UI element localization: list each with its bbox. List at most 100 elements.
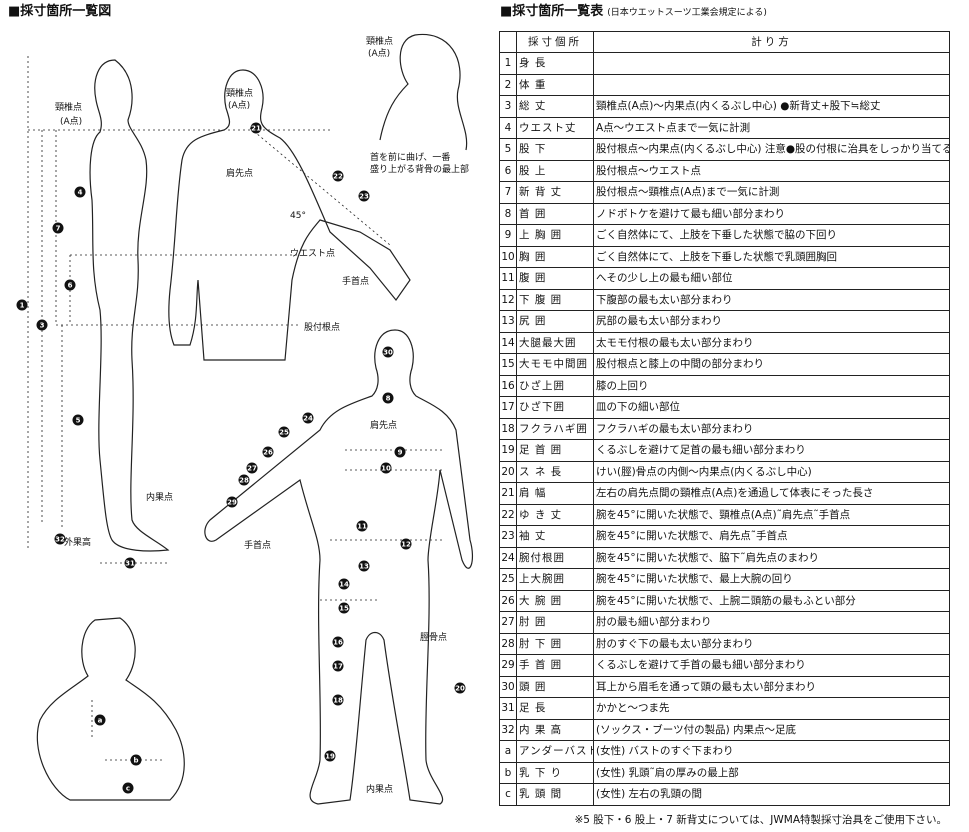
row-number: 4 [499, 116, 517, 139]
inner-ankle-label-front: 内果点 [366, 783, 393, 795]
row-number: 25 [499, 568, 517, 591]
marker-9-circle [394, 446, 406, 458]
row-location: 足 長 [516, 697, 594, 720]
row-number: 18 [499, 417, 517, 440]
row-location: 尻 囲 [516, 310, 594, 333]
table-heading-subtitle: (日本ウエットスーツ工業会規定による) [607, 8, 767, 18]
row-location: 乳 下 り [516, 761, 594, 784]
marker-16-label: 16 [333, 639, 343, 647]
row-location: 大モモ中間囲 [516, 353, 594, 376]
row-number: 30 [499, 675, 517, 698]
row-number: 9 [499, 224, 517, 247]
marker-1-circle [16, 299, 28, 311]
row-location: 下 腹 囲 [516, 288, 594, 311]
marker-31-circle [124, 557, 136, 569]
marker-10-circle [380, 462, 392, 474]
row-location: 新 背 丈 [516, 181, 594, 204]
marker-a-label: a [98, 717, 103, 725]
row-method: 下腹部の最も太い部分まわり [593, 288, 950, 311]
marker-10-label: 10 [381, 465, 391, 473]
marker-c-circle [122, 782, 134, 794]
marker-5-label: 5 [76, 417, 81, 425]
row-number: 26 [499, 589, 517, 612]
row-location: 胸 囲 [516, 245, 594, 268]
row-number: 17 [499, 396, 517, 419]
marker-b-label: b [133, 757, 138, 765]
marker-11-circle [356, 520, 368, 532]
cervical-label-profile: 頸椎点 [366, 35, 393, 47]
inner-ankle-label-side: 内果点 [146, 491, 173, 503]
row-number: 10 [499, 245, 517, 268]
row-method [593, 73, 950, 96]
marker-23-circle [358, 190, 370, 202]
cervical-label-back: 頸椎点 [226, 87, 253, 99]
row-method: 耳上から眉毛を通って頭の最も太い部分まわり [593, 675, 950, 698]
row-method: ごく自然体にて、上肢を下垂した状態で乳頭囲胸回 [593, 245, 950, 268]
row-method: A点〜ウエスト点まで一気に計測 [593, 116, 950, 139]
diagram-heading: ■採寸箇所一覧図 [8, 4, 112, 19]
row-number: 31 [499, 697, 517, 720]
marker-26-label: 26 [263, 449, 273, 457]
row-method: 股付根点〜内果点(内くるぶし中心) 注意●股の付根に治具をしっかり当てる [593, 138, 950, 161]
row-method: 肘の最も細い部分まわり [593, 611, 950, 634]
marker-18-circle [332, 694, 344, 706]
row-method: くるぶしを避けて手首の最も細い部分まわり [593, 654, 950, 677]
row-method: 腕を45°に開いた状態で、頸椎点(A点)˜肩先点˜手首点 [593, 503, 950, 526]
side-body-outline [89, 59, 170, 552]
marker-30-circle [382, 346, 394, 358]
table-heading: ■採寸箇所一覧表(日本ウエットスーツ工業会規定による) [500, 0, 767, 19]
shoulder-point-label-back: 肩先点 [226, 167, 253, 179]
row-location: 総 丈 [516, 95, 594, 118]
row-method: (女性) 左右の乳頭の間 [593, 783, 950, 806]
marker-b-circle [130, 754, 142, 766]
marker-32-label: 32 [55, 536, 65, 544]
table-header-row: 採寸個所 計り方 [499, 31, 950, 53]
marker-20-label: 20 [455, 685, 465, 693]
row-location: 大腿最大囲 [516, 331, 594, 354]
row-method: ごく自然体にて、上肢を下垂した状態で脇の下回り [593, 224, 950, 247]
marker-30-label: 30 [383, 349, 393, 357]
neck-profile-outline [379, 33, 468, 151]
marker-6-label: 6 [68, 282, 73, 290]
marker-5-circle [72, 414, 84, 426]
row-number: 12 [499, 288, 517, 311]
row-number: 3 [499, 95, 517, 118]
marker-13-circle [358, 560, 370, 572]
row-number: a [499, 740, 517, 763]
a-point-label-back: (A点) [228, 100, 250, 111]
row-method: 股付根点と膝上の中間の部分まわり [593, 353, 950, 376]
marker-27-label: 27 [247, 465, 257, 473]
row-location: 身 長 [516, 52, 594, 75]
row-location: 足 首 囲 [516, 439, 594, 462]
cervical-label-side: 頸椎点 [55, 101, 82, 113]
wrist-point-label-front: 手首点 [244, 539, 271, 551]
row-method: 腕を45°に開いた状態で、最上大腕の回り [593, 568, 950, 591]
row-location: 袖 丈 [516, 525, 594, 548]
row-number: 5 [499, 138, 517, 161]
angle-label: 45° [290, 211, 306, 221]
row-method: へその少し上の最も細い部位 [593, 267, 950, 290]
row-method: 左右の肩先点間の頸椎点(A点)を通過して体表にそった長さ [593, 482, 950, 505]
row-number: 8 [499, 202, 517, 225]
marker-27-circle [246, 462, 258, 474]
marker-9-label: 9 [398, 449, 403, 457]
marker-22-label: 22 [333, 173, 343, 181]
row-number: 29 [499, 654, 517, 677]
table-heading-title: ■採寸箇所一覧表 [500, 4, 604, 19]
